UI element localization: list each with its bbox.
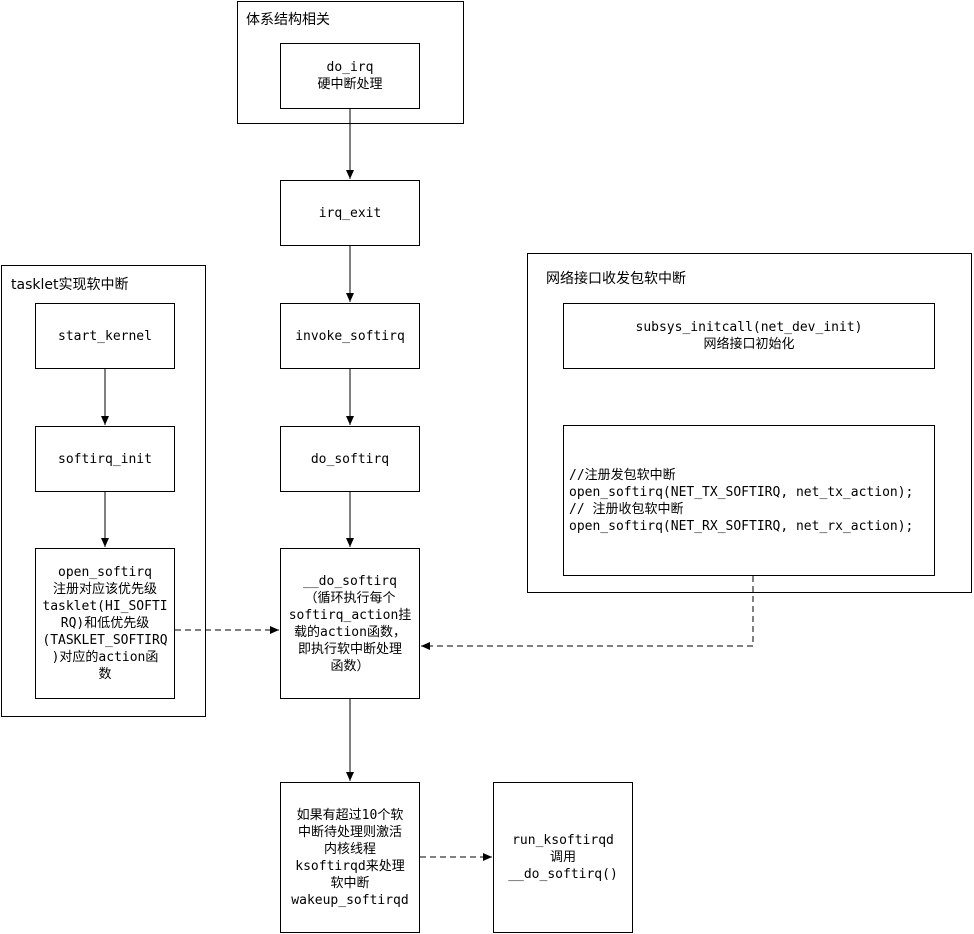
softirq-init-label: softirq_init bbox=[58, 451, 152, 467]
run-ksoftirqd-node: run_ksoftirqd 调用 __do_softirq() bbox=[493, 782, 633, 933]
open-softirq-net-node: //注册发包软中断 open_softirq(NET_TX_SOFTIRQ, n… bbox=[563, 425, 935, 576]
do-softirq-label: do_softirq bbox=[310, 451, 390, 467]
tasklet-group-frame bbox=[1, 265, 206, 717]
softirq-init-node: softirq_init bbox=[35, 426, 175, 492]
tasklet-group-title: tasklet实现软中断 bbox=[11, 277, 129, 293]
open-softirq-tasklet-label: open_softirq 注册对应该优先级 tasklet(HI_SOFTI R… bbox=[42, 565, 168, 682]
underscore-do-softirq-label: __do_softirq （循环执行每个 softirq_action挂 载的a… bbox=[288, 573, 412, 674]
net-dev-init-node: subsys_initcall(net_dev_init) 网络接口初始化 bbox=[563, 303, 935, 369]
invoke-softirq-label: invoke_softirq bbox=[295, 328, 405, 344]
start-kernel-label: start_kernel bbox=[58, 328, 152, 344]
open-softirq-net-label: //注册发包软中断 open_softirq(NET_TX_SOFTIRQ, n… bbox=[569, 467, 914, 534]
wakeup-softirqd-node: 如果有超过10个软 中断待处理则激活 内核线程 ksoftirqd来处理 软中断… bbox=[280, 782, 420, 933]
do-irq-node: do_irq 硬中断处理 bbox=[280, 43, 420, 109]
open-softirq-tasklet-node: open_softirq 注册对应该优先级 tasklet(HI_SOFTI R… bbox=[35, 548, 175, 699]
do-softirq-node: do_softirq bbox=[280, 426, 420, 492]
do-irq-label: do_irq 硬中断处理 bbox=[317, 60, 383, 92]
invoke-softirq-node: invoke_softirq bbox=[280, 303, 420, 369]
net-dev-init-label: subsys_initcall(net_dev_init) 网络接口初始化 bbox=[635, 320, 863, 352]
net-group-title: 网络接口收发包软中断 bbox=[546, 271, 686, 287]
net-group-frame bbox=[527, 253, 972, 593]
irq-exit-node: irq_exit bbox=[280, 180, 420, 246]
run-ksoftirqd-label: run_ksoftirqd 调用 __do_softirq() bbox=[508, 833, 618, 882]
dashed-arrow-net-to-underscore-do-softirq bbox=[421, 576, 754, 650]
arch-group-title: 体系结构相关 bbox=[246, 12, 330, 28]
start-kernel-node: start_kernel bbox=[35, 303, 175, 369]
underscore-do-softirq-node: __do_softirq （循环执行每个 softirq_action挂 载的a… bbox=[280, 548, 420, 699]
irq-exit-label: irq_exit bbox=[318, 205, 382, 221]
wakeup-softirqd-label: 如果有超过10个软 中断待处理则激活 内核线程 ksoftirqd来处理 软中断… bbox=[291, 807, 409, 908]
